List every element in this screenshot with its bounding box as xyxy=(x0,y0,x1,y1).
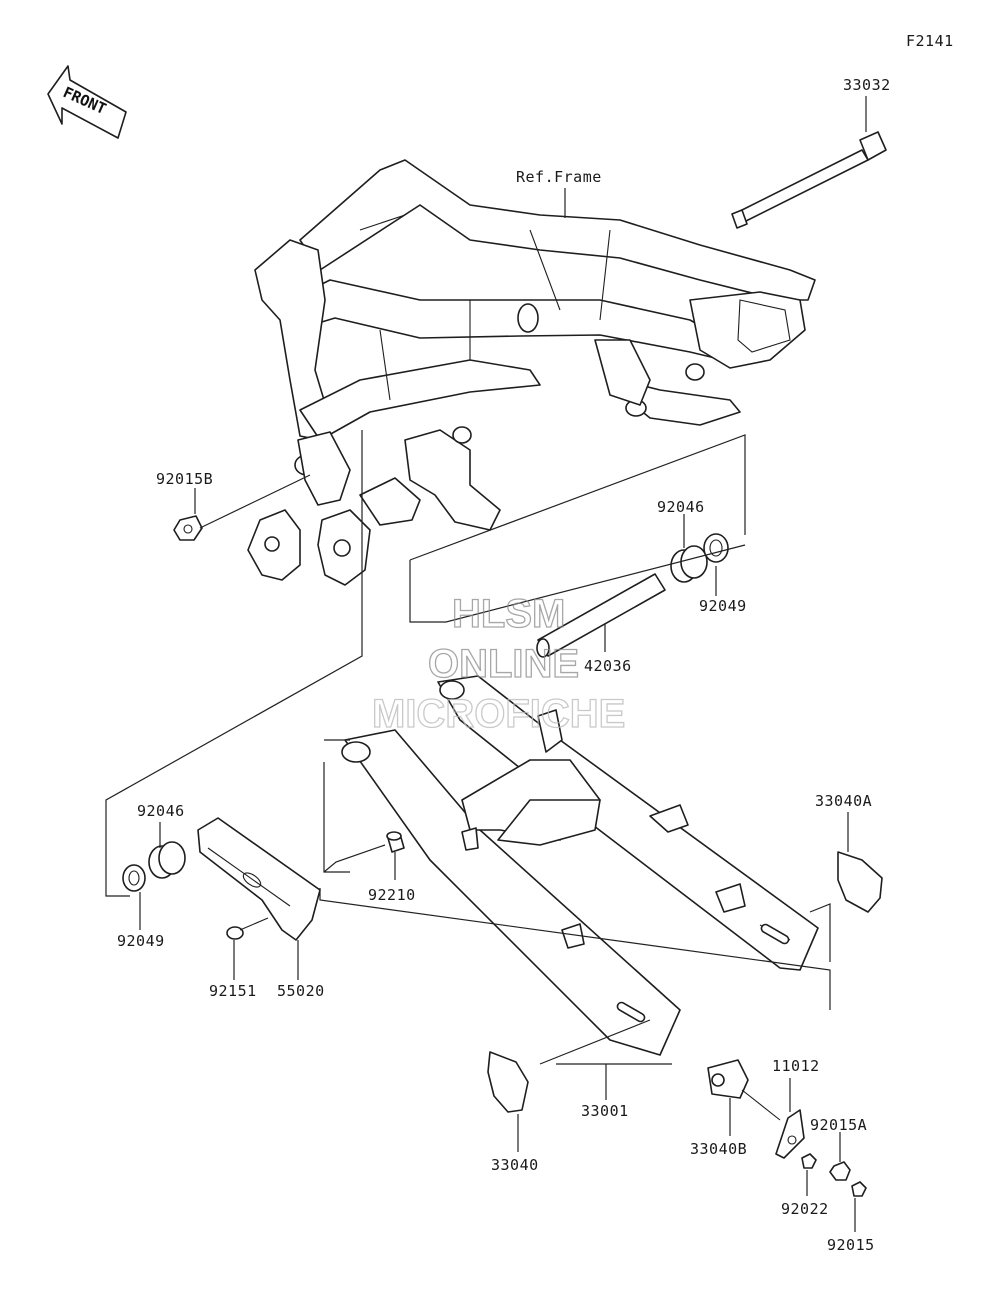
pivot-shaft-33032 xyxy=(731,131,887,229)
part-label-33032: 33032 xyxy=(843,76,891,94)
bearing-92046-lower xyxy=(148,841,186,879)
screw-92151 xyxy=(226,917,269,940)
part-label-33040: 33040 xyxy=(491,1156,539,1174)
watermark-line3: MICROFICHE xyxy=(372,692,625,736)
ref-frame-label: Ref.Frame xyxy=(516,168,602,186)
seal-92049-lower xyxy=(122,864,146,892)
nut-92015 xyxy=(851,1181,867,1197)
part-label-92022: 92022 xyxy=(781,1200,829,1218)
part-label-33040A: 33040A xyxy=(815,792,872,810)
watermark: HLSM ONLINE MICROFICHE xyxy=(371,591,626,736)
part-label-33001: 33001 xyxy=(581,1102,629,1120)
part-label-92049-lower: 92049 xyxy=(117,932,165,950)
plate-11012 xyxy=(775,1109,805,1159)
leader-lines xyxy=(105,96,867,1232)
part-label-42036: 42036 xyxy=(584,657,632,675)
seal-92049-upper xyxy=(703,533,729,563)
swingarm-drawing xyxy=(341,675,819,1056)
bracket-33040A xyxy=(837,851,883,913)
chain-guide-55020 xyxy=(197,817,321,941)
part-label-11012: 11012 xyxy=(772,1057,820,1075)
part-label-92151: 92151 xyxy=(209,982,257,1000)
part-label-92015: 92015 xyxy=(827,1236,875,1254)
part-label-33040B: 33040B xyxy=(690,1140,747,1158)
part-label-92046-lower: 92046 xyxy=(137,802,185,820)
nut-92015B xyxy=(173,515,203,541)
collar-92210 xyxy=(386,831,405,853)
watermark-line2: ONLINE xyxy=(428,642,579,686)
bracket-33040 xyxy=(487,1051,529,1113)
adjuster-33040B xyxy=(707,1059,781,1121)
part-label-55020: 55020 xyxy=(277,982,325,1000)
frame-drawing xyxy=(247,159,816,586)
part-label-92046-upper: 92046 xyxy=(657,498,705,516)
part-label-92015A: 92015A xyxy=(810,1116,867,1134)
part-label-92015B: 92015B xyxy=(156,470,213,488)
figure-code: F2141 xyxy=(906,32,954,50)
nut-92015A xyxy=(829,1161,851,1181)
part-label-92210: 92210 xyxy=(368,886,416,904)
bearing-92046-upper xyxy=(670,545,708,583)
part-label-92049-upper: 92049 xyxy=(699,597,747,615)
watermark-line1: HLSM xyxy=(452,592,565,636)
front-arrow-icon: FRONT xyxy=(47,65,127,139)
washer-92022 xyxy=(801,1153,817,1169)
